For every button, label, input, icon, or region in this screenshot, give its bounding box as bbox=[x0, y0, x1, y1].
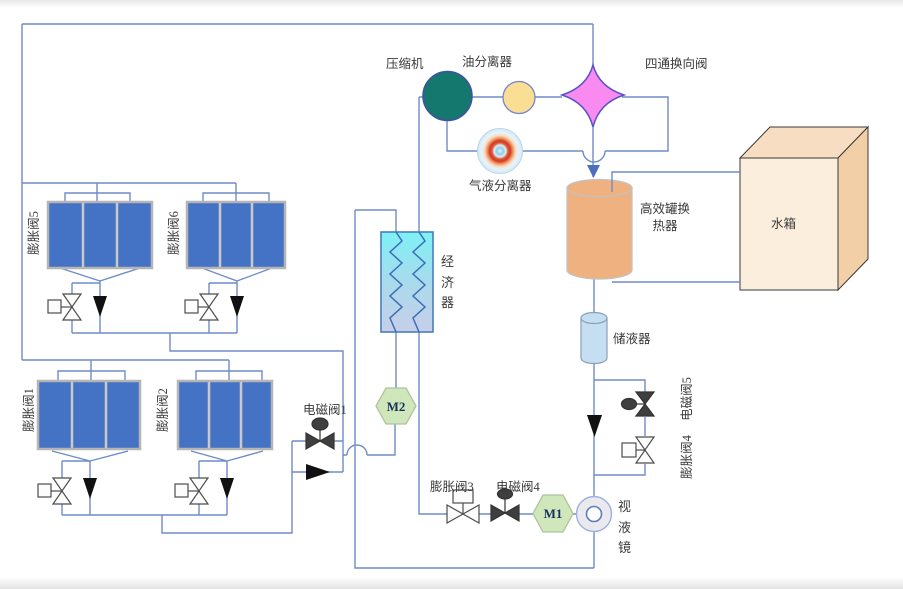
expansion-valve-2-symbol bbox=[174, 477, 210, 505]
expansion-valve-3-label: 膨胀阀3 bbox=[430, 480, 474, 494]
solenoid-valve-5-symbol bbox=[620, 391, 656, 417]
water-pipes bbox=[611, 171, 740, 283]
solenoid-valve-5-label: 电磁阀5 bbox=[680, 377, 694, 421]
solenoid-valve-4-label: 电磁阀4 bbox=[496, 480, 540, 494]
meter-m2-text: M2 bbox=[386, 399, 406, 414]
check-valve-right-icon bbox=[306, 464, 330, 480]
four-way-valve-label: 四通换向阀 bbox=[645, 57, 708, 71]
compressor-circle bbox=[422, 70, 473, 122]
water-tank-front-face bbox=[739, 157, 839, 291]
sight-glass-label: 视液镜 bbox=[617, 499, 631, 555]
tank-heat-exchanger-cylinder bbox=[566, 178, 633, 280]
heat-exchanger-block-1 bbox=[36, 379, 142, 451]
pipe-upper-supply bbox=[22, 182, 270, 202]
heat-exchanger-block-2 bbox=[176, 379, 274, 451]
pipe-hx6-branches bbox=[201, 267, 273, 333]
gas-liquid-separator-label: 气液分离器 bbox=[469, 179, 532, 193]
check-valve-down-icon bbox=[220, 478, 234, 499]
expansion-valve-1-symbol bbox=[37, 477, 73, 505]
expansion-valve-5-label: 膨胀阀5 bbox=[27, 211, 41, 255]
solenoid-valve-4-symbol bbox=[490, 488, 520, 523]
check-valve-down-icon bbox=[230, 296, 244, 317]
pipe-injection-line bbox=[418, 332, 576, 515]
water-tank-label: 水箱 bbox=[771, 217, 797, 231]
meter-m2-hexagon bbox=[375, 387, 417, 425]
pipe-lower-supply bbox=[22, 359, 263, 381]
pipe-liquid-main bbox=[354, 209, 595, 569]
pipe-receiver-bypass bbox=[594, 379, 646, 476]
economizer-unit bbox=[380, 231, 434, 333]
water-tank-box bbox=[738, 125, 870, 292]
oil-separator-label: 油分离器 bbox=[462, 55, 513, 69]
oil-separator-circle bbox=[502, 80, 536, 115]
economizer-label: 经济器 bbox=[440, 254, 454, 310]
solenoid-valve-1-symbol bbox=[305, 417, 335, 451]
expansion-valve-2-label: 膨胀阀2 bbox=[156, 388, 170, 432]
pipe-hx5-branches bbox=[59, 267, 141, 333]
gas-liquid-separator-circle bbox=[477, 128, 523, 174]
pipe-star-right-loop bbox=[523, 96, 669, 163]
economizer-coil-right bbox=[411, 231, 427, 333]
meter-m1-text: M1 bbox=[543, 506, 563, 521]
four-way-valve-star bbox=[559, 62, 627, 128]
expansion-valve-1-label: 膨胀阀1 bbox=[22, 388, 36, 432]
page-edge-shade-bottom bbox=[0, 577, 903, 589]
expansion-valve-3-symbol bbox=[446, 489, 480, 525]
sight-glass-symbol bbox=[575, 495, 613, 533]
expansion-valve-6-label: 膨胀阀6 bbox=[167, 211, 181, 255]
pipe-hx2-branches bbox=[190, 450, 264, 515]
check-valve-down-icon bbox=[587, 415, 602, 437]
tank-heat-exchanger-label: 高效罐换热器 bbox=[639, 202, 690, 233]
pipe-suction bbox=[446, 121, 477, 152]
meter-m1-hexagon bbox=[532, 494, 574, 533]
page-edge-shade-top bbox=[0, 0, 903, 8]
pipe-upper-collector bbox=[72, 332, 344, 472]
pipe-top-loop bbox=[21, 23, 594, 360]
pipe-hx1-branches bbox=[51, 450, 129, 515]
receiver-cylinder bbox=[580, 311, 608, 365]
heat-exchanger-block-6 bbox=[185, 200, 287, 270]
expansion-valve-5-symbol bbox=[47, 293, 83, 321]
pipe-network bbox=[21, 23, 669, 569]
expansion-valve-4-symbol bbox=[621, 436, 656, 464]
pipe-compressor-injection bbox=[418, 96, 423, 232]
check-valves bbox=[83, 296, 602, 499]
economizer-coil-left bbox=[388, 231, 404, 333]
solenoid-valve-1-label: 电磁阀1 bbox=[303, 403, 347, 417]
flow-arrow-into-condenser bbox=[587, 165, 600, 178]
receiver-label: 储液器 bbox=[613, 332, 651, 346]
expansion-valve-6-symbol bbox=[184, 293, 220, 321]
check-valve-down-icon bbox=[93, 296, 107, 317]
check-valve-down-icon bbox=[83, 478, 97, 499]
compressor-label: 压缩机 bbox=[386, 57, 424, 71]
expansion-valve-4-label: 膨胀阀4 bbox=[680, 435, 694, 479]
heat-exchanger-block-5 bbox=[46, 200, 154, 270]
pipe-lower-collector bbox=[62, 441, 293, 534]
